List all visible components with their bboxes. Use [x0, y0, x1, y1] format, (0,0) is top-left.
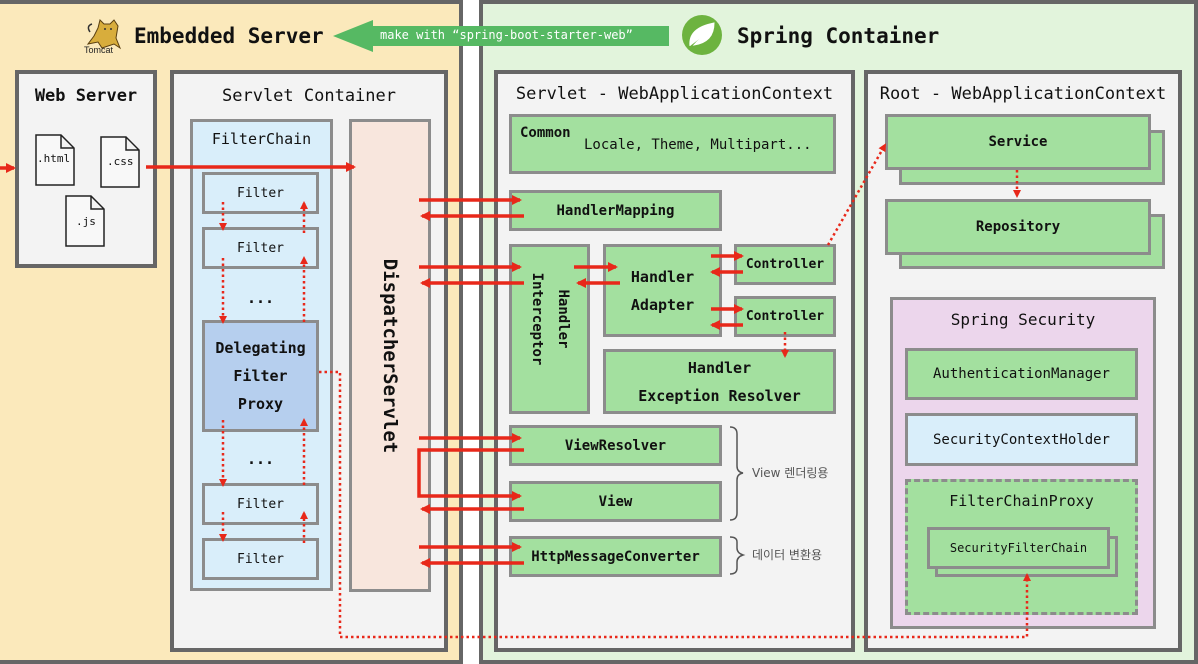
common-box[interactable]: Common Locale, Theme, Multipart...	[509, 114, 836, 174]
filter-chain-title: FilterChain	[211, 130, 312, 148]
repository-box[interactable]: Repository	[885, 199, 1151, 255]
service-box[interactable]: Service	[885, 114, 1151, 170]
filter-box[interactable]: Filter	[202, 483, 319, 525]
make-with-banner: make with “spring-boot-starter-web”	[333, 20, 669, 52]
view-resolver-box[interactable]: ViewResolver	[509, 425, 722, 466]
js-file-icon: .js	[65, 195, 105, 247]
css-file-label: .css	[107, 155, 134, 168]
embedded-server-panel: Tomcat Embedded Server Web Server Servle…	[0, 0, 463, 664]
common-items: Locale, Theme, Multipart...	[584, 137, 812, 153]
common-label: Common	[520, 125, 571, 141]
servlet-container-title: Servlet Container	[222, 86, 396, 106]
html-file-label: .html	[37, 152, 71, 165]
filter-ellipsis: ...	[246, 450, 275, 468]
make-with-label: make with “spring-boot-starter-web”	[380, 28, 633, 42]
handler-interceptor-box[interactable]: Handler Interceptor	[509, 244, 590, 414]
tomcat-logo-icon: Tomcat	[80, 14, 130, 55]
delegating-filter-proxy-box[interactable]: Delegating Filter Proxy	[202, 320, 319, 432]
html-file-icon: .html	[35, 134, 75, 186]
filter-ellipsis: ...	[246, 289, 275, 307]
http-message-converter-box[interactable]: HttpMessageConverter	[509, 536, 722, 577]
handler-adapter-box[interactable]: Handler Adapter	[603, 244, 722, 337]
authentication-manager-box[interactable]: AuthenticationManager	[905, 348, 1138, 400]
web-server-title: Web Server	[34, 86, 138, 106]
dispatcher-servlet-panel[interactable]: DispatcherServlet	[349, 119, 431, 592]
security-context-holder-box[interactable]: SecurityContextHolder	[905, 413, 1138, 466]
root-context-title: Root - WebApplicationContext	[879, 84, 1167, 104]
embedded-server-title: Embedded Server	[134, 24, 324, 48]
tomcat-label: Tomcat	[84, 45, 114, 55]
data-conversion-note: 데이터 변환용	[752, 548, 823, 562]
filter-box[interactable]: Filter	[202, 538, 319, 580]
handler-interceptor-label: Handler Interceptor	[528, 272, 571, 366]
view-box[interactable]: View	[509, 481, 722, 522]
controller-box[interactable]: Controller	[734, 296, 836, 337]
spring-title: Spring Container	[737, 24, 940, 48]
dispatcher-servlet-label: DispatcherServlet	[379, 258, 401, 453]
exception-resolver-box[interactable]: Handler Exception Resolver	[603, 349, 836, 414]
servlet-context-title: Servlet - WebApplicationContext	[515, 84, 834, 104]
spring-leaf-icon	[680, 14, 724, 56]
security-filter-chain-box[interactable]: SecurityFilterChain	[927, 527, 1110, 569]
handler-mapping-box[interactable]: HandlerMapping	[509, 190, 722, 231]
spring-security-title: Spring Security	[950, 310, 1096, 329]
filter-box[interactable]: Filter	[202, 172, 319, 214]
js-file-label: .js	[76, 215, 96, 228]
css-file-icon: .css	[100, 136, 140, 188]
filter-chain-proxy-title: FilterChainProxy	[949, 492, 1094, 510]
controller-box[interactable]: Controller	[734, 244, 836, 285]
filter-box[interactable]: Filter	[202, 227, 319, 269]
view-rendering-note: View 렌더링용	[752, 466, 829, 480]
